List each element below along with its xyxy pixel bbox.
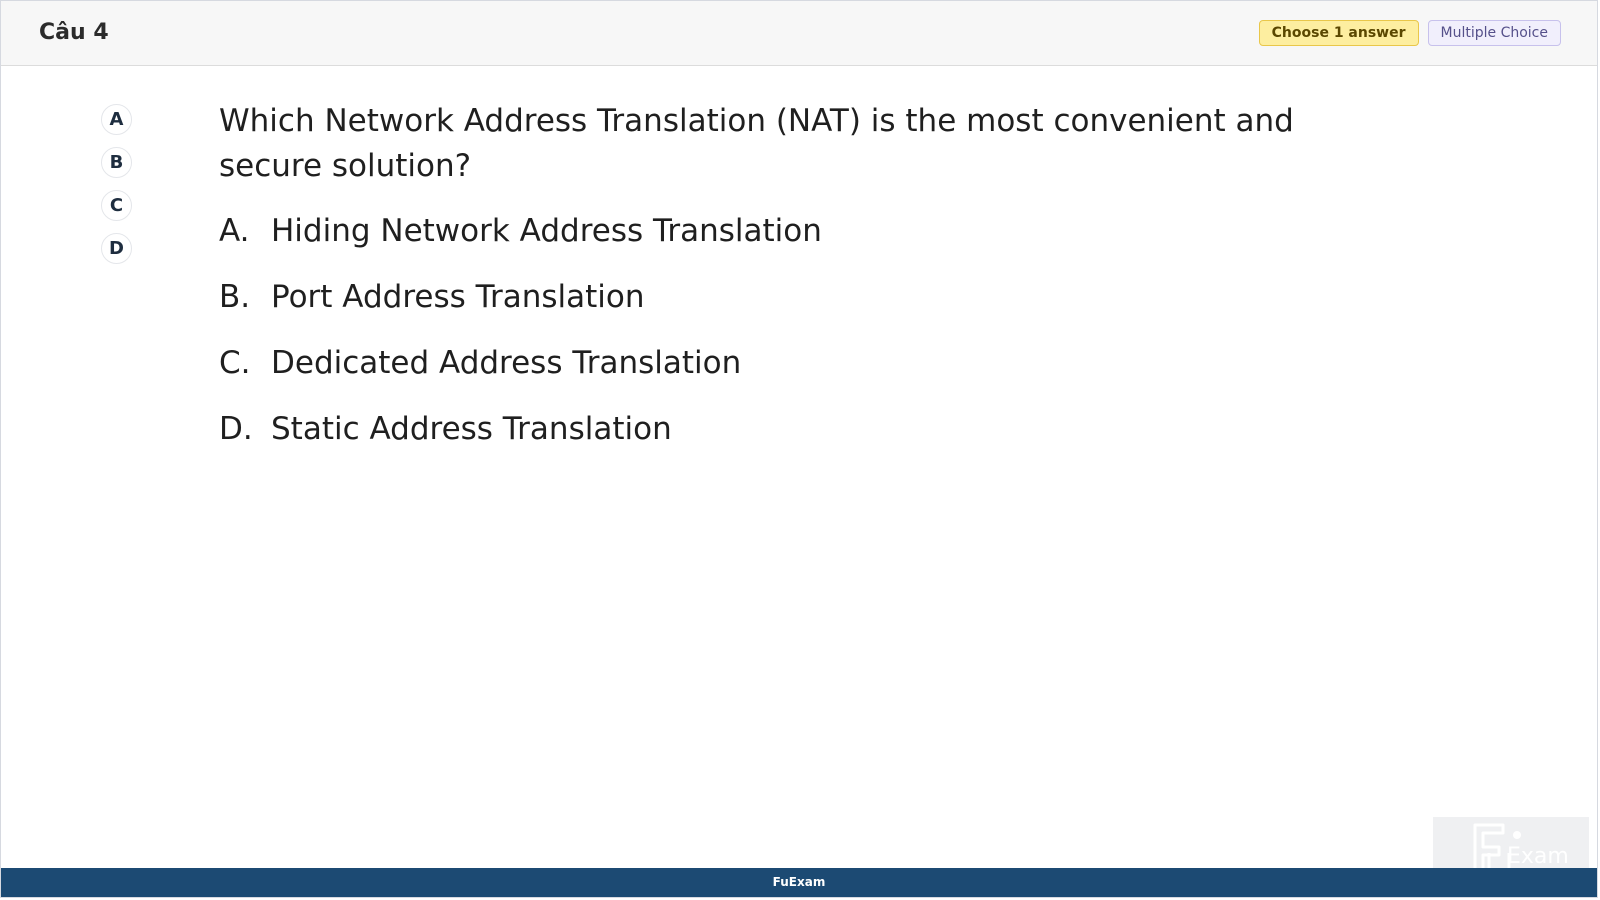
option-a[interactable]: A. Hiding Network Address Translation (219, 213, 1319, 279)
question-text: Which Network Address Translation (NAT) … (219, 103, 1294, 184)
option-letter: B. (219, 279, 251, 315)
answer-button-b[interactable]: B (101, 147, 132, 178)
option-letter: C. (219, 345, 251, 381)
option-c[interactable]: C. Dedicated Address Translation (219, 345, 1319, 411)
option-text: Dedicated Address Translation (271, 345, 742, 381)
footer-brand: FuExam (772, 875, 826, 889)
question-number: Câu 4 (39, 20, 109, 45)
answer-selector: A B C D (101, 104, 132, 264)
footer-bar: FuExam (1, 868, 1597, 897)
badge-group: Choose 1 answer Multiple Choice (1258, 20, 1561, 46)
answer-button-c[interactable]: C (101, 190, 132, 221)
option-list: A. Hiding Network Address Translation B.… (219, 213, 1319, 477)
option-text: Port Address Translation (271, 279, 645, 315)
question-header: Câu 4 Choose 1 answer Multiple Choice (1, 1, 1597, 66)
svg-text:Exam: Exam (1507, 844, 1569, 869)
choose-answer-badge: Choose 1 answer (1258, 20, 1419, 46)
option-letter: D. (219, 411, 253, 447)
option-letter: A. (219, 213, 250, 249)
answer-button-d[interactable]: D (101, 233, 132, 264)
option-d[interactable]: D. Static Address Translation (219, 411, 1319, 477)
option-b[interactable]: B. Port Address Translation (219, 279, 1319, 345)
question-type-badge: Multiple Choice (1427, 20, 1561, 46)
answer-button-a[interactable]: A (101, 104, 132, 135)
option-text: Static Address Translation (271, 411, 672, 447)
option-text: Hiding Network Address Translation (271, 213, 822, 249)
